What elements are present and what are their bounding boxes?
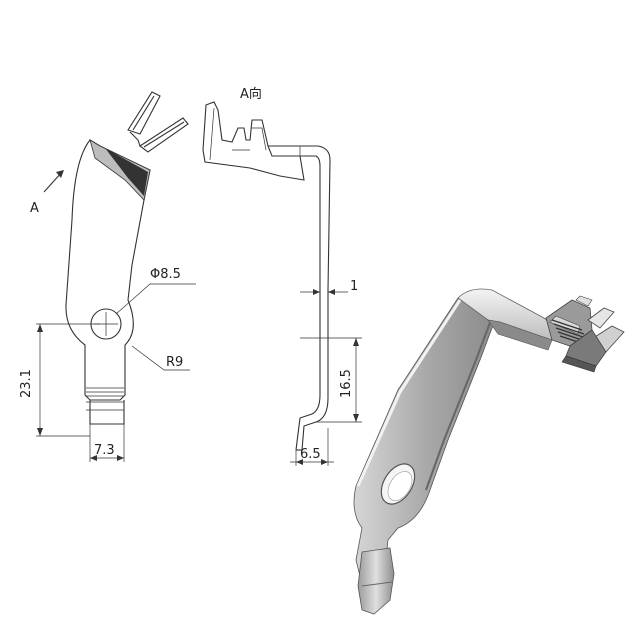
dim-width-bottom: 7.3	[94, 443, 115, 458]
front-view-foot-lines	[86, 387, 124, 411]
front-view: A Φ8.5 R9 23.1 7.3	[19, 91, 196, 462]
dim-offset-bottom: 6.5	[300, 447, 321, 462]
side-view: A向 1 16.5 6.5	[202, 86, 362, 466]
side-view-arm-top	[268, 145, 331, 291]
dim-hole-diameter: Φ8.5	[150, 267, 181, 282]
front-view-crimp-tabs	[127, 91, 189, 153]
side-view-strip	[295, 290, 321, 451]
front-view-outline	[65, 139, 151, 401]
view-arrow-label: A	[30, 201, 39, 216]
render-foot	[357, 547, 395, 615]
render-crimp-head	[545, 295, 625, 373]
view-direction-label: A向	[240, 86, 262, 102]
front-view-bend-band-dark	[105, 148, 148, 196]
view-arrow-head	[56, 170, 64, 178]
dim-radius: R9	[166, 355, 183, 370]
render-3d	[353, 288, 625, 615]
dim-height-left: 23.1	[19, 369, 34, 398]
dim-thickness: 1	[350, 279, 358, 294]
dim-height-right: 16.5	[339, 369, 354, 398]
side-view-head	[202, 101, 305, 181]
